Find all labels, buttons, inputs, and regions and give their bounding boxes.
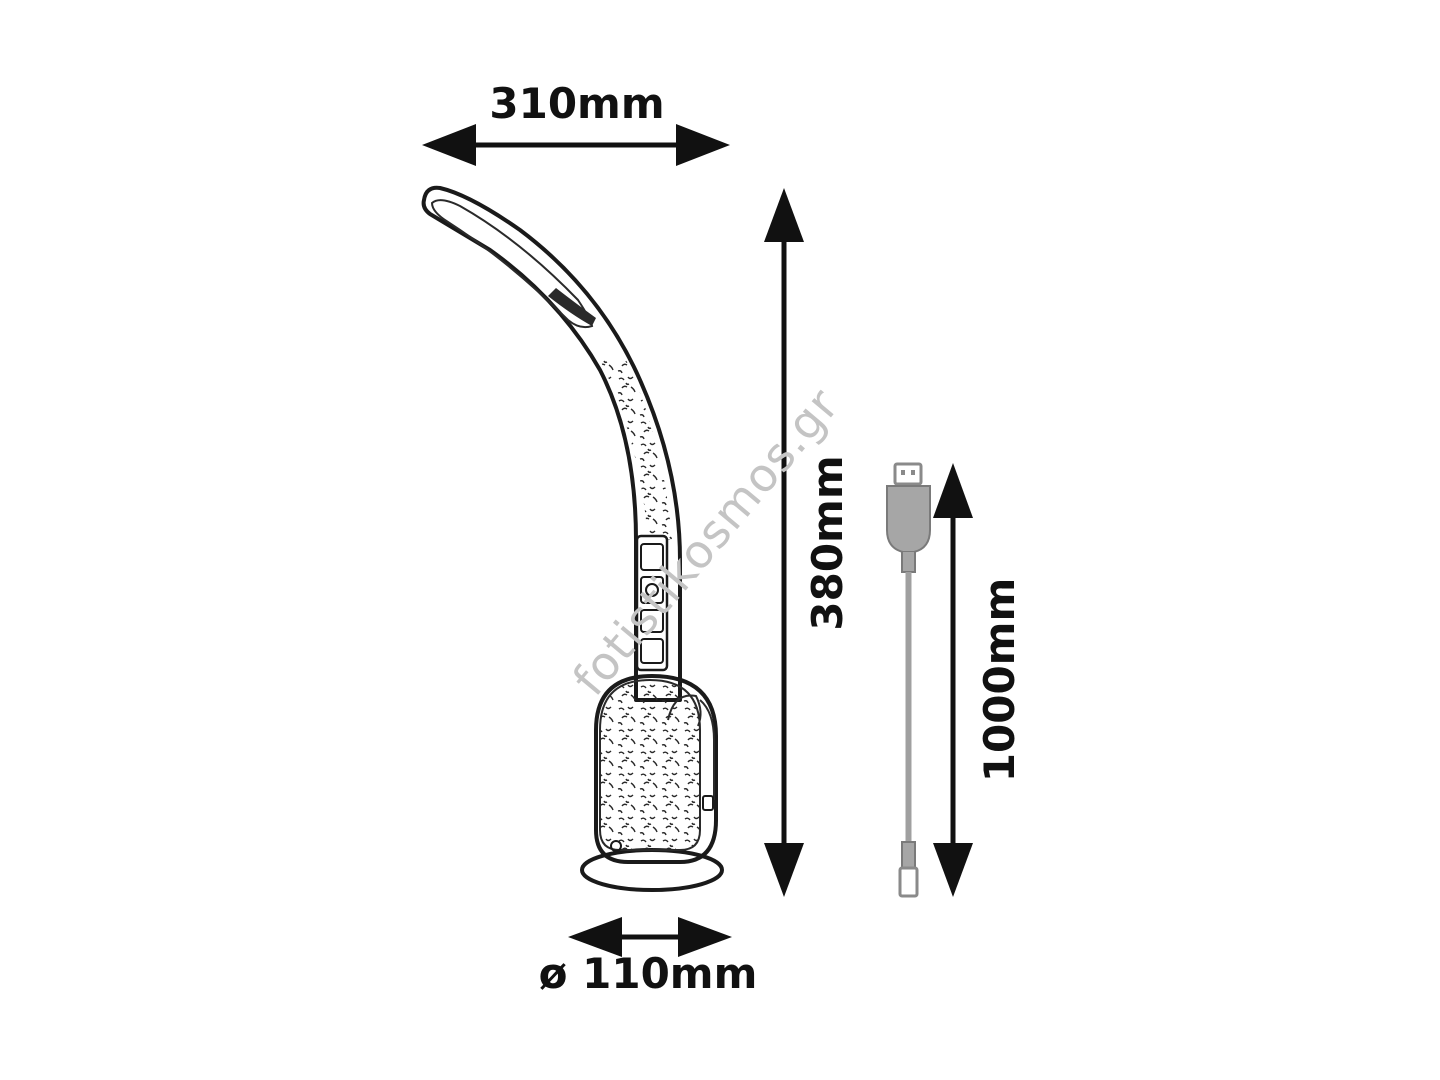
height-arrow-top-head bbox=[764, 188, 804, 242]
height-arrow-bottom-head bbox=[764, 843, 804, 897]
lamp-touch-button bbox=[610, 840, 622, 852]
usb-cable bbox=[886, 462, 931, 898]
cable-label: 1000mm bbox=[975, 578, 1024, 782]
control-button-power bbox=[640, 576, 664, 604]
usb-a-plug-tip bbox=[893, 462, 923, 486]
lamp-usb-port bbox=[702, 795, 714, 811]
micro-usb-body bbox=[901, 841, 916, 869]
base-label: ø 110mm bbox=[539, 949, 758, 998]
width-label: 310mm bbox=[489, 79, 664, 128]
cable-arrow-top-head bbox=[933, 463, 973, 518]
control-button-dim bbox=[640, 609, 664, 633]
width-dimension: 310mm bbox=[422, 79, 730, 166]
cable-arrow-bottom-head bbox=[933, 843, 973, 897]
control-button-color bbox=[640, 638, 664, 664]
width-arrow-right-head bbox=[676, 124, 730, 166]
base-dimension: ø 110mm bbox=[539, 917, 758, 998]
lamp-base-body bbox=[594, 674, 718, 864]
micro-usb-tip bbox=[898, 866, 919, 898]
usb-a-plug-body bbox=[886, 485, 931, 553]
height-dimension: 380mm bbox=[764, 188, 852, 897]
base-arrow-right-head bbox=[678, 917, 732, 957]
height-label: 380mm bbox=[803, 455, 852, 630]
width-arrow-left-head bbox=[422, 124, 476, 166]
cable-dimension: 1000mm bbox=[933, 463, 1024, 897]
lamp-illustration bbox=[421, 185, 724, 892]
base-arrow-left-head bbox=[568, 917, 622, 957]
control-button-mode bbox=[640, 543, 664, 571]
